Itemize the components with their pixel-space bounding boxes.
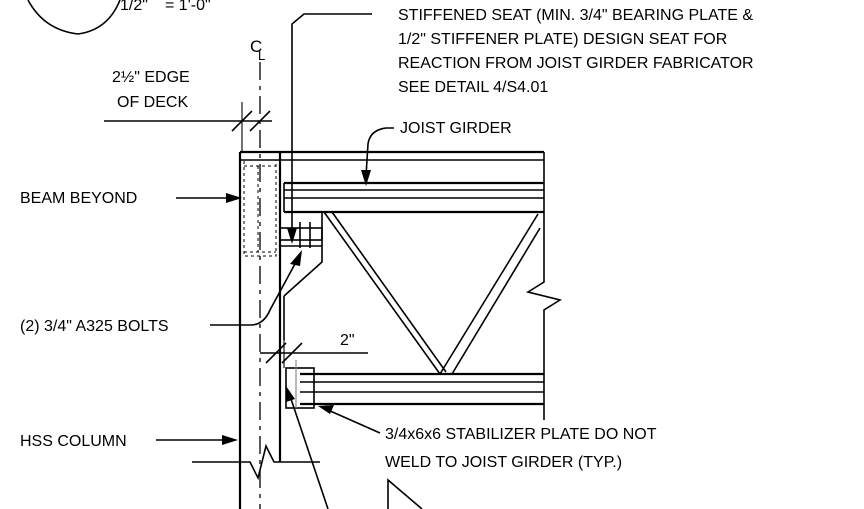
bolts-label: (2) 3/4" A325 BOLTS (20, 318, 169, 335)
centerline-symbol-l: L (258, 48, 265, 63)
column-break (192, 443, 320, 481)
centerline-symbol-c: C (250, 37, 262, 56)
dim-tick-2 (249, 110, 271, 132)
hss-column-label: HSS COLUMN (20, 433, 127, 450)
stabilizer-label-1: 3/4x6x6 STABILIZER PLATE DO NOT (385, 426, 657, 443)
dimension-2in: 2" (340, 332, 355, 349)
stabilizer-arrow (318, 405, 334, 414)
stiffened-seat-leader (291, 13, 372, 236)
hss-column-arrow (222, 435, 238, 445)
scale-text-fraction: 1/2" (120, 0, 148, 14)
bolts-arrow (290, 250, 302, 266)
dim-2in-tick-2 (281, 342, 303, 364)
edge-of-deck-label-2: OF DECK (117, 94, 188, 111)
stabilizer-label-2: WELD TO JOIST GIRDER (TYP.) (385, 454, 622, 471)
scale-text-value: = 1'-0" (165, 0, 211, 14)
stiffened-seat-label-3: REACTION FROM JOIST GIRDER FABRICATOR (398, 55, 754, 72)
stiffened-seat-label-2: 1/2" STIFFENER PLATE) DESIGN SEAT FOR (398, 31, 727, 48)
stiffened-seat-arrow (287, 228, 297, 244)
web-diagonal-2b (451, 227, 541, 375)
joist-girder-label: JOIST GIRDER (400, 120, 512, 137)
dim-2in-tick-1 (265, 342, 287, 364)
bolts-leader (210, 261, 297, 326)
beam-beyond-arrow (226, 193, 242, 203)
stiffened-seat-label-4: SEE DETAIL 4/S4.01 (398, 79, 548, 96)
section-marker (387, 478, 423, 509)
stiffened-seat-label-1: STIFFENED SEAT (MIN. 3/4" BEARING PLATE … (398, 7, 753, 24)
web-diagonal-2a (439, 213, 539, 375)
lower-leader-arrow (286, 386, 295, 402)
lower-leader (289, 395, 329, 509)
stiffener-plate (283, 212, 323, 297)
web-diagonal-1b (331, 211, 447, 373)
joist-girder-arrow (361, 170, 371, 186)
girder-break-line (525, 152, 563, 420)
bearing-plate (279, 227, 323, 241)
detail-bubble (27, 0, 121, 35)
dim-tick-1 (231, 110, 253, 132)
beam-beyond-label: BEAM BEYOND (20, 190, 137, 207)
beam-beyond-outline (243, 159, 277, 257)
stabilizer-leader (327, 409, 381, 434)
web-diagonal-1a (323, 211, 441, 375)
edge-of-deck-label-1: 2½" EDGE (112, 69, 190, 86)
joist-girder-leader (365, 127, 394, 177)
